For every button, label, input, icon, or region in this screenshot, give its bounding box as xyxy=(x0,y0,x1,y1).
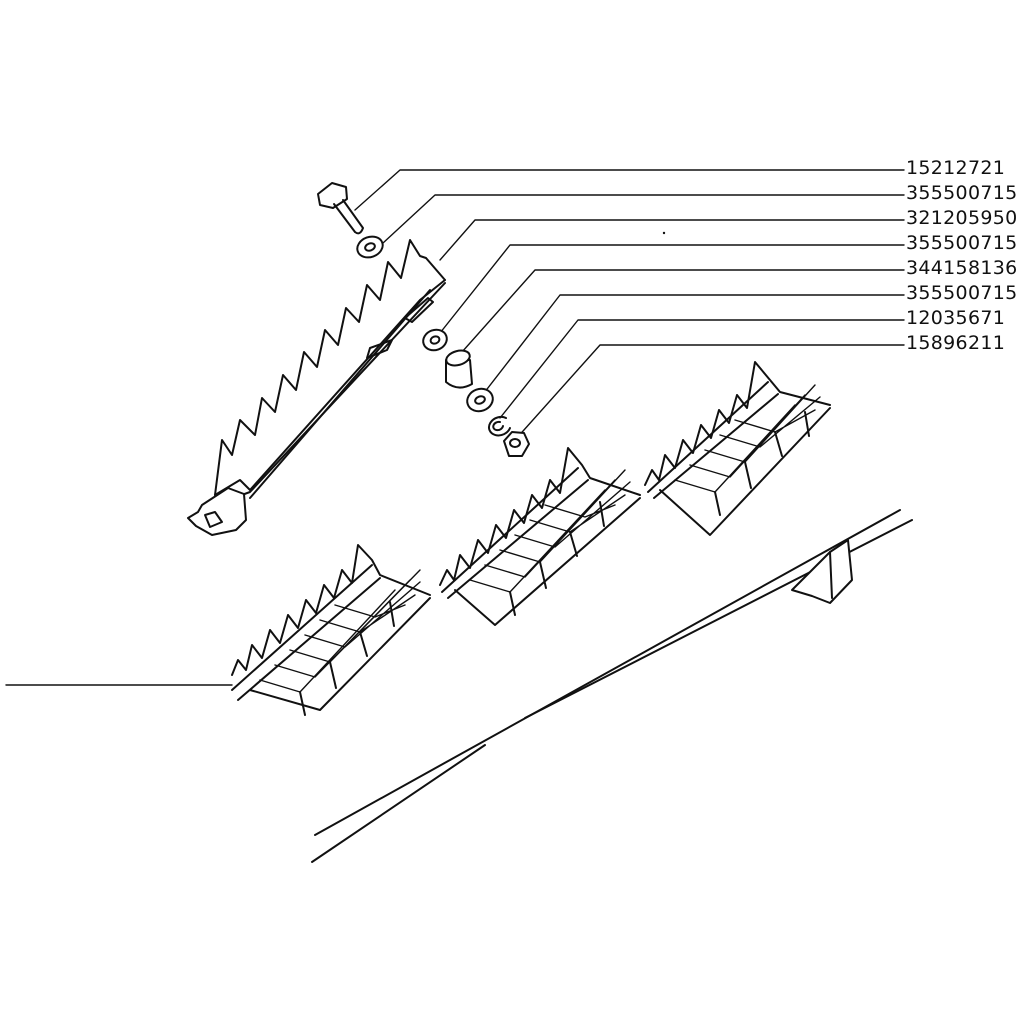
lock-washer-part xyxy=(488,415,511,437)
leader-line-5 xyxy=(461,269,905,353)
leader-line-8 xyxy=(514,344,905,441)
callout-label-8: 15896211 xyxy=(906,332,1005,354)
callout-label-7: 12035671 xyxy=(906,307,1005,329)
spacer-part xyxy=(445,349,473,389)
callout-label-6: 355500715 xyxy=(906,282,1018,304)
callout-label-2: 355500715 xyxy=(906,182,1018,204)
stray-mark xyxy=(662,231,666,235)
callout-label-3: 321205950 xyxy=(906,207,1018,229)
callout-label-1: 15212721 xyxy=(906,157,1005,179)
callout-label-4: 355500715 xyxy=(906,232,1018,254)
leader-line-2 xyxy=(382,194,905,244)
bolt-part xyxy=(317,182,364,235)
leader-line-4 xyxy=(439,244,905,334)
leader-line-1 xyxy=(354,169,905,211)
knife-bar-part xyxy=(187,239,446,536)
guard-assembly-middle xyxy=(439,447,641,626)
guard-assembly-left xyxy=(231,544,431,716)
washer-part-2 xyxy=(422,328,448,352)
leader-line-7 xyxy=(499,319,905,419)
leader-line-6 xyxy=(483,294,905,394)
washer-part-3 xyxy=(466,387,494,413)
callout-label-5: 344158136 xyxy=(906,257,1018,279)
guard-assembly-right xyxy=(644,361,831,536)
cutter-bar-rails xyxy=(311,509,913,863)
washer-part-1 xyxy=(356,235,384,259)
nut-part xyxy=(503,431,530,457)
leader-lines xyxy=(5,169,905,686)
callout-labels: 15212721 355500715 321205950 355500715 3… xyxy=(906,157,1018,354)
leader-line-3 xyxy=(439,219,905,261)
